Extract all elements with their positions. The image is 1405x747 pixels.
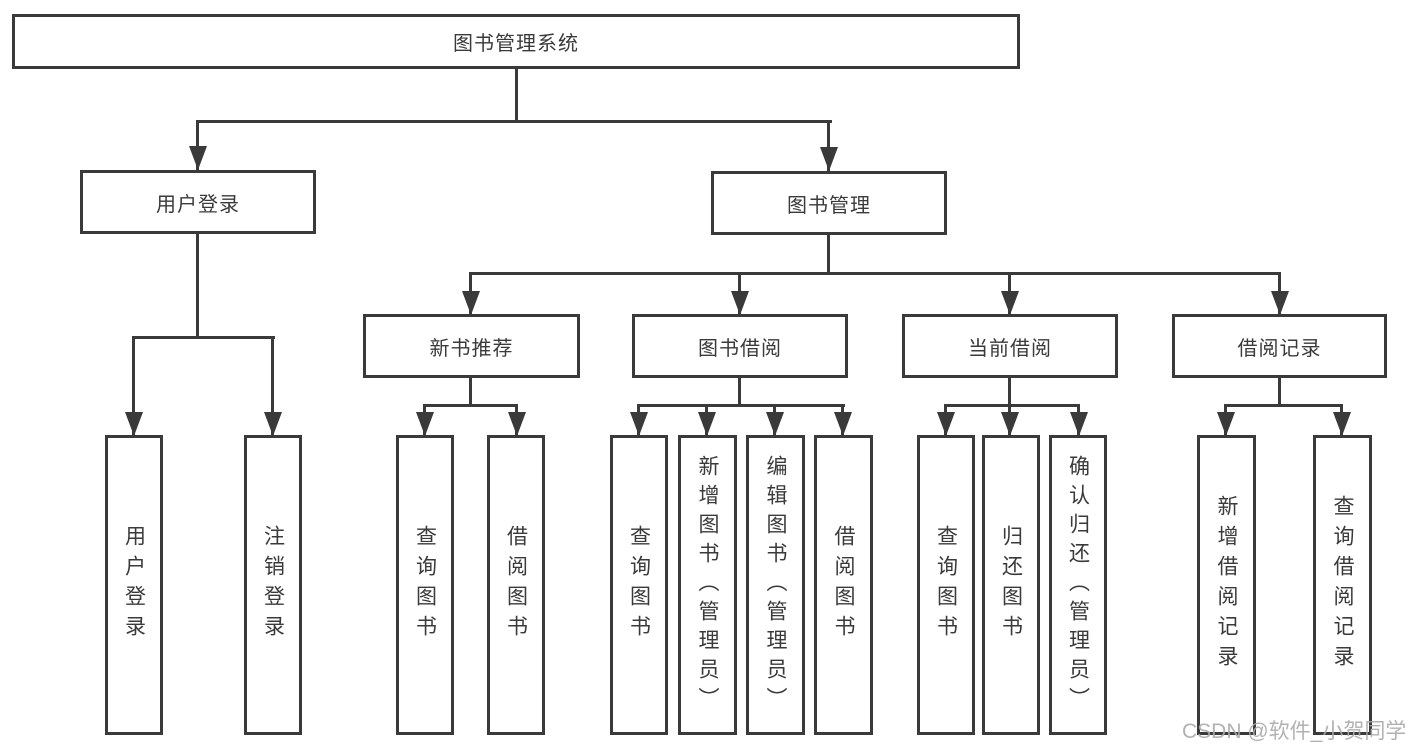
edge-bookmgmt-hbar [469, 272, 1281, 275]
leaf-label: 借阅图书 [504, 525, 528, 645]
leaf-label: 编辑图书（管理员） [764, 454, 787, 716]
leaf-borrow-books-newbook: 借阅图书 [487, 435, 545, 735]
arrowhead-borrow-record [1271, 291, 1289, 315]
arrowhead-bb-edit [766, 412, 784, 436]
edge-bookborrow-hbar [637, 404, 845, 407]
arrowhead-nb-query [416, 412, 434, 436]
leaf-label: 确认归还（管理员） [1066, 454, 1090, 716]
edge-bookborrow-stem [738, 378, 741, 404]
arrowhead-cb-confirm [1070, 412, 1088, 436]
leaf-label: 查询图书 [934, 525, 958, 645]
leaf-label: 用户登录 [122, 525, 146, 645]
edge-borrowrecord-hbar [1224, 404, 1343, 407]
csdn-watermark: CSDN @软件_小贺同学 [1182, 720, 1405, 743]
edge-stem-leaf-logout [271, 336, 274, 435]
arrowhead-leaf-logout [264, 412, 282, 436]
arrowhead-book-management [820, 147, 838, 171]
arrowhead-new-book [462, 291, 480, 315]
edge-root-stem [515, 68, 518, 120]
edge-bookmgmt-stem [827, 235, 830, 272]
node-book-management: 图书管理 [711, 171, 947, 235]
edge-userlogin-stem [196, 234, 199, 336]
leaf-label: 借阅图书 [832, 525, 855, 645]
edge-stem-leaf-user-login [132, 336, 135, 435]
edge-stem-book-management [827, 120, 830, 171]
arrowhead-book-borrow [731, 291, 749, 315]
node-library-management-system: 图书管理系统 [12, 14, 1020, 69]
node-user-login: 用户登录 [80, 170, 316, 234]
leaf-label: 查询图书 [627, 525, 651, 645]
edge-newbook-hbar [423, 404, 518, 407]
arrowhead-br-add [1217, 412, 1235, 436]
leaf-add-borrow-record: 新增借阅记录 [1197, 435, 1256, 735]
edge-currentborrow-stem [1008, 378, 1011, 404]
leaf-logout-login: 注销登录 [244, 435, 302, 735]
edge-borrowrecord-stem [1278, 378, 1281, 404]
leaf-query-books-newbook: 查询图书 [396, 435, 454, 735]
arrowhead-leaf-user-login [125, 412, 143, 436]
node-book-borrowing: 图书借阅 [632, 314, 848, 378]
leaf-label: 新增借阅记录 [1215, 495, 1238, 675]
leaf-query-books-current: 查询图书 [917, 435, 975, 735]
arrowhead-bb-borrow [834, 412, 852, 436]
leaf-borrow-books: 借阅图书 [814, 435, 873, 735]
edge-userlogin-hbar [132, 336, 275, 339]
arrowhead-cb-query [937, 412, 955, 436]
edge-stem-user-login [196, 120, 199, 170]
leaf-label: 查询图书 [413, 525, 437, 645]
leaf-label: 新增图书（管理员） [696, 454, 719, 716]
leaf-label: 查询借阅记录 [1331, 495, 1354, 675]
arrowhead-bb-query [630, 412, 648, 436]
leaf-add-books-admin: 新增图书（管理员） [678, 435, 737, 735]
leaf-label: 归还图书 [999, 525, 1023, 645]
leaf-user-login: 用户登录 [105, 435, 163, 735]
leaf-label: 注销登录 [261, 525, 285, 645]
leaf-edit-books-admin: 编辑图书（管理员） [746, 435, 805, 735]
leaf-query-borrow-record: 查询借阅记录 [1313, 435, 1372, 735]
arrowhead-bb-add [698, 412, 716, 436]
arrowhead-br-query [1333, 412, 1351, 436]
edge-root-hbar [196, 120, 832, 123]
arrowhead-nb-borrow [508, 412, 526, 436]
node-new-book-recommendation: 新书推荐 [363, 314, 580, 378]
node-borrowing-records: 借阅记录 [1172, 314, 1387, 378]
edge-newbook-stem [469, 378, 472, 404]
arrowhead-user-login [189, 146, 207, 170]
edge-currentborrow-hbar [944, 404, 1080, 407]
leaf-query-books-borrow: 查询图书 [610, 435, 668, 735]
leaf-return-books: 归还图书 [982, 435, 1040, 735]
node-current-borrowing: 当前借阅 [902, 314, 1118, 378]
arrowhead-current-borrow [1001, 291, 1019, 315]
leaf-confirm-return-admin: 确认归还（管理员） [1049, 435, 1107, 735]
arrowhead-cb-return [1001, 412, 1019, 436]
